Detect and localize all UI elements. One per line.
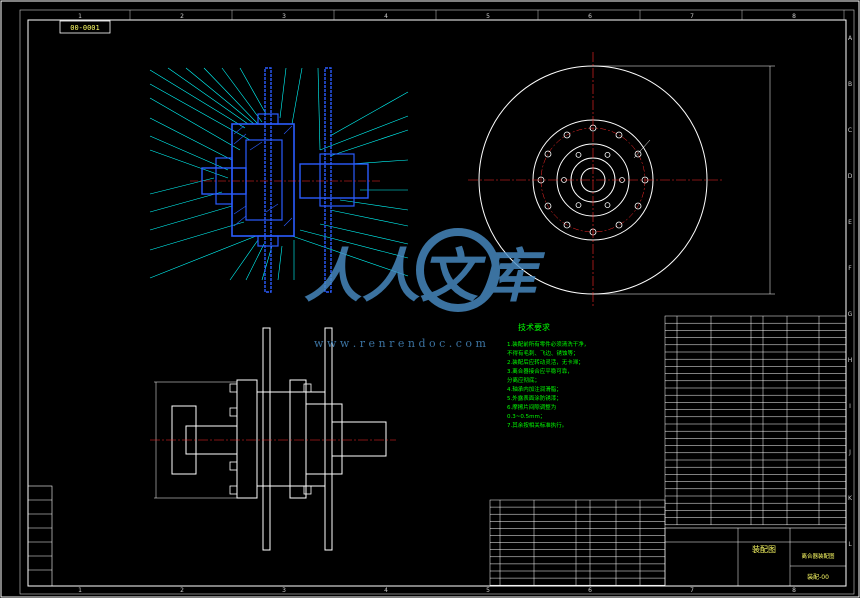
zone-column-marks: 1 1 2 2 3 3 4 4 5 5 6 6 7 7 8 8	[78, 10, 845, 594]
zone-row-mark: G	[848, 311, 853, 318]
section-sleeve	[319, 153, 355, 207]
watermark: 人人文库 w w w . r e n r e n d o c . c o m	[304, 228, 546, 350]
zone-row-mark: E	[848, 219, 852, 226]
section-hub-inner	[245, 139, 283, 221]
section-plate-right	[324, 67, 332, 293]
zone-row-mark: A	[848, 35, 853, 42]
zone-column-mark-bottom: 1	[78, 587, 82, 594]
zone-row-mark: H	[848, 357, 853, 364]
title-block-assembly-label: 装配图	[752, 544, 776, 554]
notes-lines: 1.装配前所有零件必须清洗干净， 不得有毛刺、飞边、锈蚀等；2.装配后应转动灵活…	[507, 340, 589, 429]
notes-line: 分离应彻底；	[507, 376, 540, 384]
zone-column-mark: 2	[180, 13, 184, 20]
front-flange-left	[236, 379, 258, 499]
notes-line: 0.3~0.5mm；	[507, 414, 545, 420]
front-collar-right	[305, 403, 343, 475]
zone-column-mark: 4	[384, 13, 388, 20]
sheet-margin-frame	[19, 9, 855, 595]
zone-row-marks: A B C D E F G H I J K L	[848, 35, 853, 548]
front-plate-left	[262, 327, 271, 551]
zone-row-mark: F	[848, 265, 852, 272]
end-view	[468, 52, 775, 308]
notes-line: 6.摩擦片间隙调整为	[507, 403, 556, 411]
watermark-ring	[416, 228, 500, 312]
section-hatching	[233, 125, 293, 227]
leader-lines	[149, 67, 409, 281]
zone-column-mark-bottom: 3	[282, 587, 286, 594]
watermark-brand: 人人文库	[304, 242, 546, 310]
zone-row-mark: K	[848, 495, 853, 502]
zone-column-mark: 5	[486, 13, 490, 20]
title-block-drawing-no: 装配-00	[807, 573, 829, 581]
zone-row-mark: L	[848, 541, 852, 548]
front-plate-right	[324, 327, 333, 551]
section-view	[149, 67, 409, 293]
zone-column-mark: 1	[78, 13, 82, 20]
front-shaft-right	[331, 421, 387, 457]
section-bolt-top	[257, 113, 279, 125]
notes-line: 3.离合器接合应平稳可靠，	[507, 367, 573, 375]
front-bolts	[229, 383, 312, 495]
notes-line: 不得有毛刺、飞边、锈蚀等；	[507, 349, 579, 357]
zone-row-mark: D	[848, 173, 853, 180]
sheet-inner-frame	[27, 19, 847, 587]
technical-notes: 技术要求 1.装配前所有零件必须清洗干净， 不得有毛刺、飞边、锈蚀等；2.装配后…	[507, 322, 589, 429]
zone-column-mark-bottom: 4	[384, 587, 388, 594]
title-block-drawing-title: 离合器装配图	[801, 552, 835, 560]
revision-strip	[27, 485, 53, 587]
zone-column-mark-bottom: 6	[588, 587, 592, 594]
end-view-leader	[633, 139, 651, 159]
front-view	[150, 327, 396, 551]
zone-column-mark-bottom: 5	[486, 587, 490, 594]
notes-line: 7.其余按相关标准执行。	[507, 421, 567, 429]
zone-column-mark: 6	[588, 13, 592, 20]
front-hub	[256, 391, 326, 487]
code-box: 00-0001	[59, 20, 111, 34]
notes-line: 1.装配前所有零件必须清洗干净，	[507, 340, 589, 348]
zone-column-mark: 7	[690, 13, 694, 20]
section-bolt-bottom	[257, 235, 279, 247]
section-hub-body	[231, 123, 295, 237]
zone-row-mark: C	[848, 127, 852, 134]
parts-list-table	[664, 315, 847, 526]
zone-column-mark-bottom: 7	[690, 587, 694, 594]
zone-column-mark: 8	[792, 13, 796, 20]
section-plate-left	[264, 67, 272, 293]
zone-column-mark-bottom: 8	[792, 587, 796, 594]
zone-column-mark-bottom: 2	[180, 587, 184, 594]
code-box-text: 00-0001	[70, 24, 100, 32]
notes-line: 4.轴承内加注润滑脂；	[507, 385, 562, 393]
zone-row-mark: J	[848, 449, 851, 456]
notes-title: 技术要求	[518, 322, 550, 332]
zone-row-mark: I	[849, 403, 851, 410]
watermark-url: w w w . r e n r e n d o c . c o m	[314, 337, 486, 350]
title-block: 装配图 离合器装配图 装配-00	[664, 527, 847, 587]
zone-row-mark: B	[848, 81, 852, 88]
notes-line: 5.外露表面涂防锈漆；	[507, 394, 562, 402]
front-flange-mid	[289, 379, 307, 499]
notes-line: 2.装配后应转动灵活，无卡滞；	[507, 358, 584, 366]
parts-list-table-lower	[489, 499, 666, 586]
zone-column-mark: 3	[282, 13, 286, 20]
